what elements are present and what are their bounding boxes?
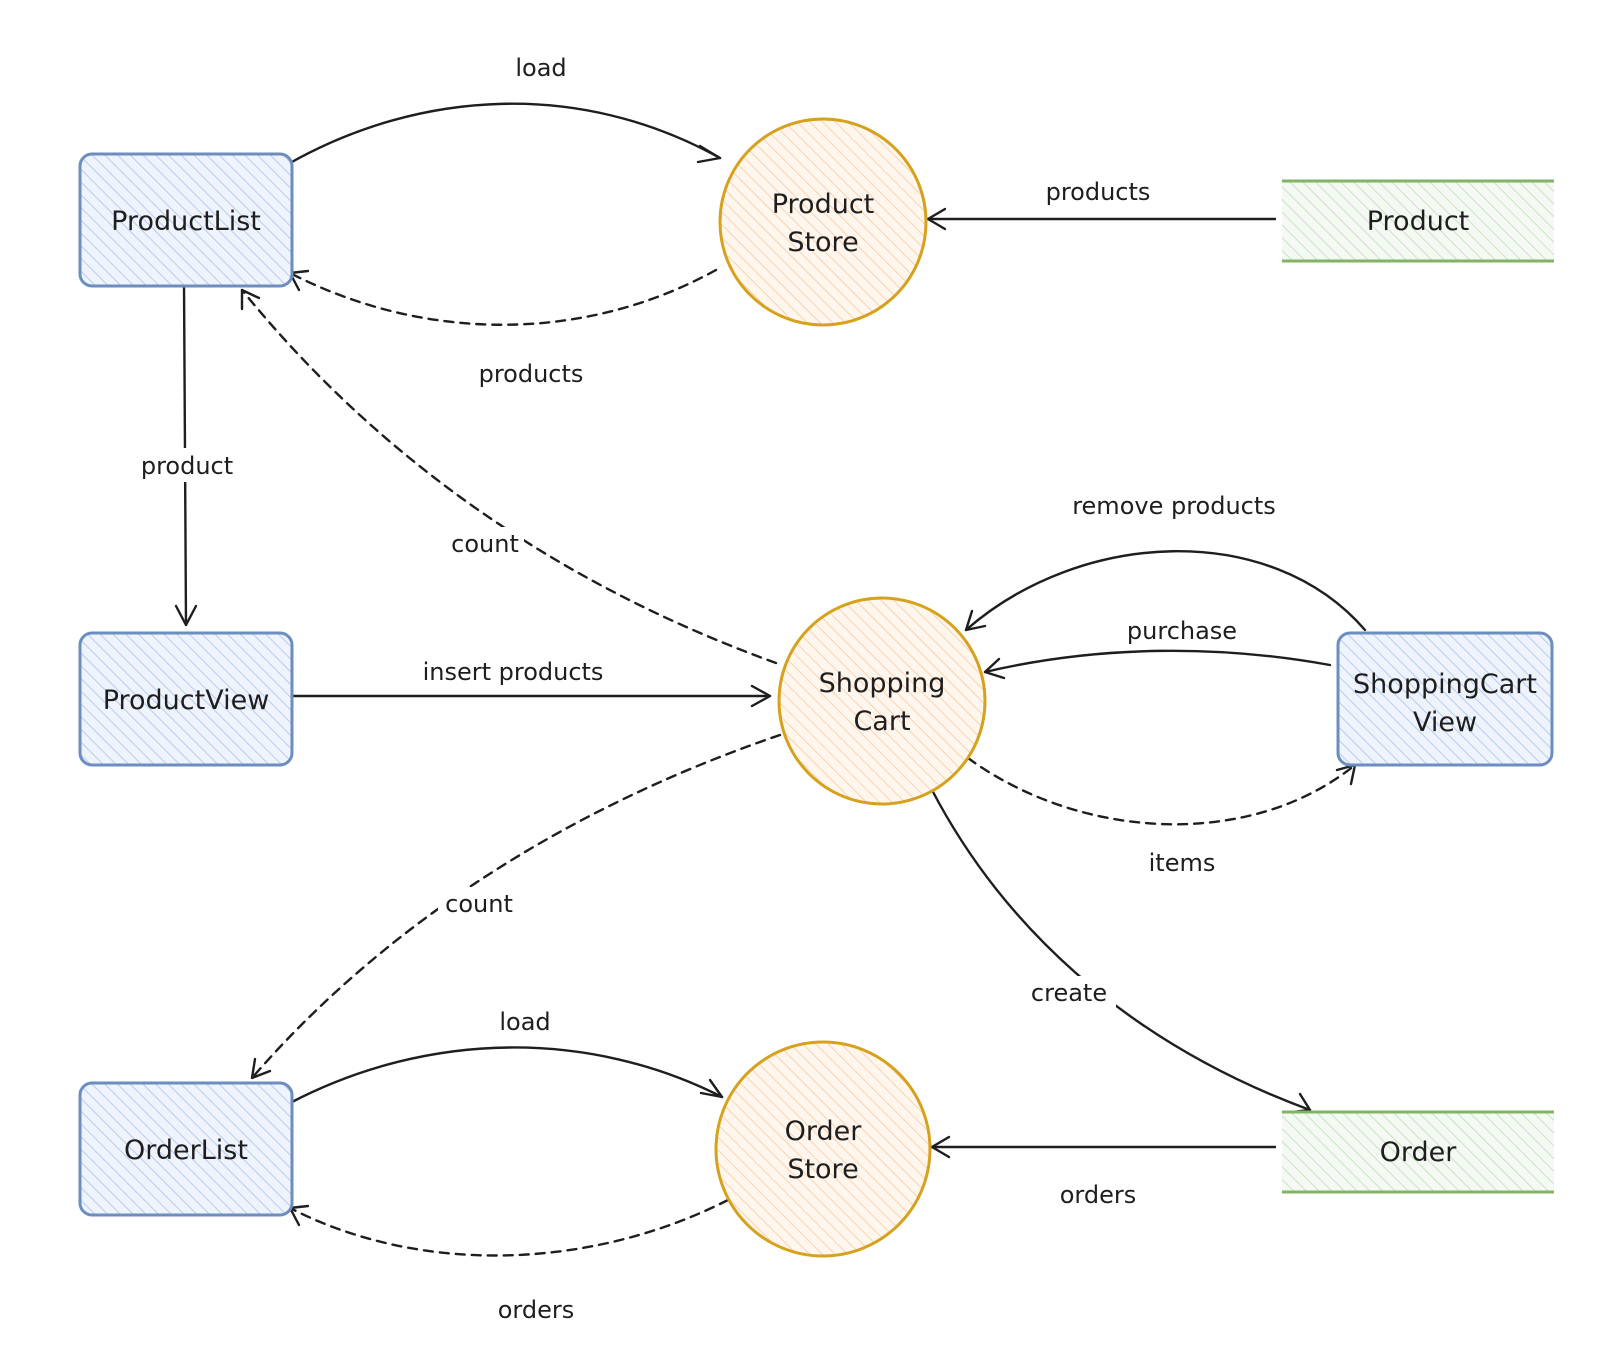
node-shopping-cart[interactable]: Shopping Cart	[777, 596, 987, 806]
edge-count-to-product-list	[240, 288, 778, 665]
node-product-list[interactable]: ProductList	[78, 152, 294, 288]
node-order-store-label-line1: Order	[785, 1116, 863, 1147]
edge-insert-products	[290, 684, 772, 708]
edge-product-to-store	[926, 207, 1277, 231]
node-product-list-label: ProductList	[111, 206, 261, 237]
node-product-view-label: ProductView	[103, 685, 270, 716]
edge-label-product-to-store: products	[1046, 178, 1151, 206]
edge-create	[930, 788, 1312, 1114]
edge-label-load-orders: load	[499, 1008, 550, 1036]
node-order[interactable]: Order	[1282, 1110, 1554, 1194]
node-order-label: Order	[1380, 1137, 1458, 1168]
edge-label-count-to-order-list: count	[445, 890, 513, 918]
edge-label-count-to-product-list: count	[451, 530, 519, 558]
node-product-store-label-line1: Product	[772, 189, 875, 220]
node-order-list-label: OrderList	[124, 1135, 248, 1166]
node-shopping-cart-view-label-line1: ShoppingCart	[1353, 669, 1537, 700]
edge-order-to-store	[930, 1135, 1277, 1159]
edge-remove-products	[964, 550, 1367, 632]
node-shopping-cart-view[interactable]: ShoppingCart View	[1336, 631, 1554, 767]
edge-load-orders	[288, 1046, 724, 1105]
edge-label-order-to-store: orders	[1060, 1181, 1137, 1209]
edge-label-insert-products: insert products	[423, 658, 604, 686]
edge-label-orders-to-list: orders	[498, 1296, 575, 1324]
node-order-store[interactable]: Order Store	[714, 1040, 932, 1258]
edge-products-to-list	[288, 268, 718, 326]
node-product-label: Product	[1367, 206, 1470, 237]
edge-label-product-to-view: product	[141, 452, 233, 480]
node-product-view[interactable]: ProductView	[78, 631, 294, 767]
edge-label-products-to-list: products	[479, 360, 584, 388]
edge-count-to-order-list	[250, 733, 782, 1080]
edge-label-create: create	[1031, 979, 1107, 1007]
node-order-store-label-line2: Store	[787, 1154, 858, 1185]
node-product-store[interactable]: Product Store	[718, 117, 928, 327]
edge-orders-to-list	[288, 1198, 730, 1257]
node-shopping-cart-label-line1: Shopping	[819, 668, 946, 699]
edge-label-remove-products: remove products	[1072, 492, 1276, 520]
edge-purchase	[983, 649, 1332, 680]
node-product[interactable]: Product	[1282, 179, 1554, 263]
edge-label-load-products: load	[515, 54, 566, 82]
edge-label-purchase: purchase	[1127, 617, 1237, 645]
edge-load-products	[288, 102, 722, 165]
node-order-list[interactable]: OrderList	[78, 1081, 294, 1217]
node-product-store-label-line2: Store	[787, 227, 858, 258]
edge-label-items: items	[1149, 849, 1216, 877]
edge-items	[966, 756, 1357, 826]
node-shopping-cart-view-label-line2: View	[1413, 707, 1477, 738]
node-shopping-cart-label-line2: Cart	[853, 706, 910, 737]
